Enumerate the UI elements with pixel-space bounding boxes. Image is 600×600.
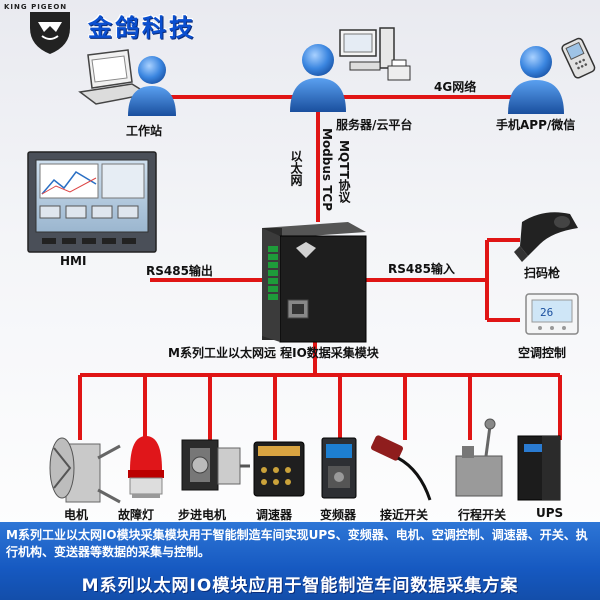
aircon-label: 空调控制	[518, 346, 567, 360]
connection-lines	[78, 95, 562, 440]
server-computer-icon	[339, 27, 411, 81]
rs485-in-label: RS485输入	[388, 262, 455, 276]
brand-name: 金鸽科技	[88, 13, 196, 42]
4g-network-label: 4G网络	[434, 80, 477, 94]
scanner-label: 扫码枪	[524, 266, 561, 280]
footer-band	[0, 522, 600, 600]
rs485-out-label: RS485输出	[146, 264, 213, 278]
thermostat-icon: 26	[525, 293, 579, 335]
frequency-converter-icon	[321, 437, 357, 499]
laptop-icon	[78, 49, 151, 105]
device-label-speed-governor: 调速器	[256, 508, 293, 522]
mqtt-label: MQTT协议	[337, 140, 351, 203]
server-label: 服务器/云平台	[336, 118, 413, 132]
motor-fan-icon	[49, 437, 121, 504]
module-label: M系列工业以太网远 程IO数据采集模块	[168, 346, 379, 360]
device-label-limit-switch: 行程开关	[458, 508, 507, 522]
proximity-switch-icon	[371, 435, 432, 501]
device-label-stepper-motor: 步进电机	[178, 508, 227, 522]
svg-text:26: 26	[540, 306, 553, 319]
footer-title: M系列以太网IO模块应用于智能制造车间数据采集方案	[81, 576, 519, 596]
fault-light-icon	[128, 436, 164, 498]
workstation-person-icon	[128, 56, 176, 116]
mobile-label: 手机APP/微信	[496, 118, 576, 132]
modbus-tcp-label: Modbus TCP	[320, 128, 334, 212]
hmi-panel-icon	[27, 151, 157, 253]
hmi-label: HMI	[60, 254, 87, 268]
king-pigeon-logo-icon	[30, 12, 70, 54]
ups-icon	[517, 435, 561, 501]
device-label-fault-light: 故障灯	[118, 508, 155, 522]
workstation-label: 工作站	[126, 124, 163, 138]
mobile-phone-icon	[561, 37, 596, 79]
io-module-icon	[262, 222, 367, 343]
device-label-ups: UPS	[536, 506, 564, 520]
stepper-motor-icon	[181, 439, 250, 491]
ethernet-label: 以太网	[289, 150, 303, 186]
footer-description: M系列工业以太网IO模块采集模块用于智能制造车间实现UPS、变频器、电机、空调控…	[6, 528, 588, 559]
device-label-frequency-converter: 变频器	[320, 508, 357, 522]
mobile-person-icon	[508, 46, 564, 114]
speed-governor-icon	[253, 441, 305, 497]
server-person-icon	[290, 44, 346, 112]
device-label-proximity-switch: 接近开关	[380, 508, 429, 522]
limit-switch-icon	[455, 418, 503, 497]
device-label-motor: 电机	[64, 508, 89, 522]
barcode-scanner-icon	[514, 212, 578, 262]
brand-logo-text: KING PIGEON	[4, 3, 68, 11]
